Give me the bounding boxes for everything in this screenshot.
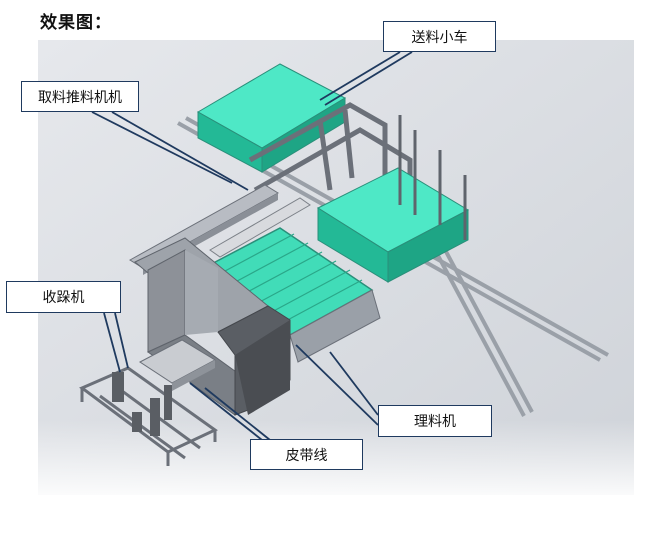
label-sorter: 理料机 [378,405,492,437]
vertical-posts [398,115,467,240]
label-feed-cart: 送料小车 [383,21,496,52]
label-receiver: 收跺机 [6,281,121,313]
receiver-parts [112,372,172,436]
heading: 效果图： [40,13,112,33]
pallet-box [316,167,470,283]
label-pick-push: 取料推料机机 [21,81,139,112]
sorting-table [198,227,381,363]
label-belt-line: 皮带线 [250,439,363,470]
leader-lines [91,51,413,441]
main-machine [134,237,291,416]
belt-line [139,339,217,391]
